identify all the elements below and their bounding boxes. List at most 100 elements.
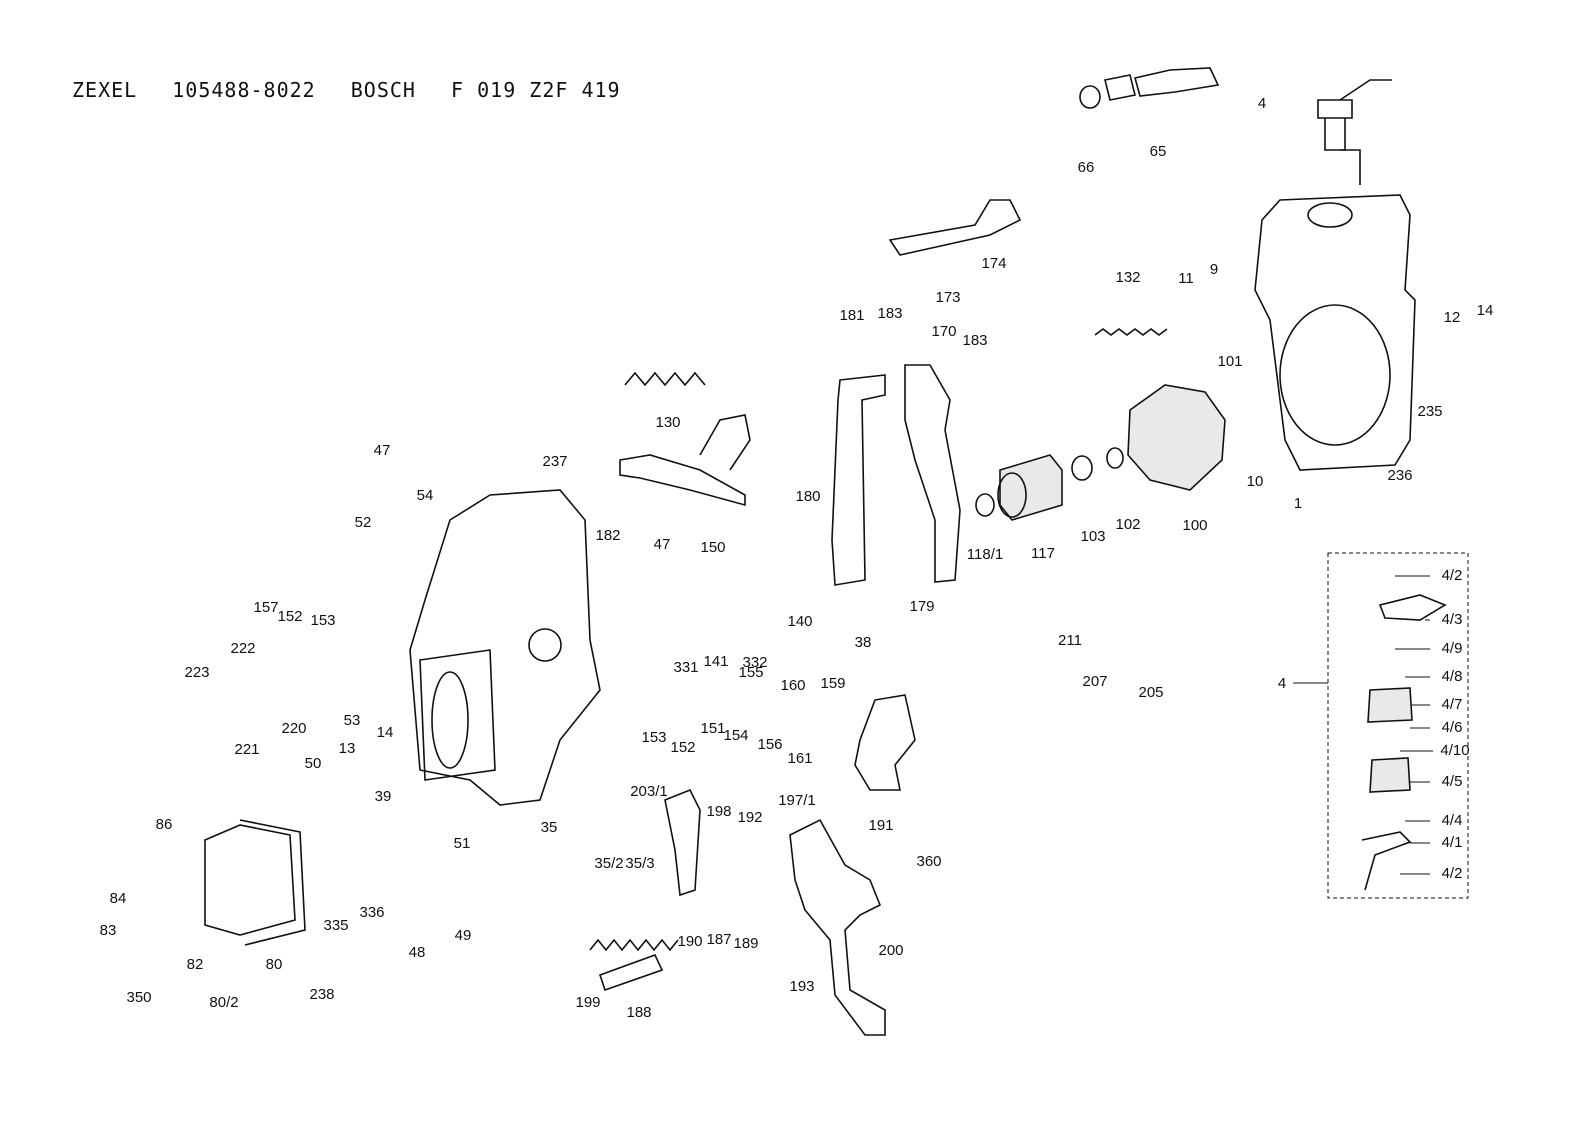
part-label: 335 [323, 917, 348, 934]
part-label: 51 [454, 835, 471, 852]
part-label: 35/2 [594, 855, 623, 872]
part-label: 35 [541, 819, 558, 836]
inset-plate-4-3 [1378, 594, 1447, 621]
part-label: 174 [981, 255, 1006, 272]
shaft-lever-150 [619, 414, 751, 507]
part-label: 220 [281, 720, 306, 737]
part-label: 160 [780, 677, 805, 694]
inset-part-label: 4/1 [1442, 834, 1463, 851]
part-label: 14 [1477, 302, 1494, 319]
part-label: 179 [909, 598, 934, 615]
lever-191 [854, 694, 916, 791]
part-label: 80/2 [209, 994, 238, 1011]
part-label: 153 [310, 612, 335, 629]
part-label: 236 [1387, 467, 1412, 484]
part-label: 332 [742, 654, 767, 671]
flyweight-holder-100 [1127, 384, 1226, 491]
adjusting-lever [1340, 149, 1361, 185]
part-label: 211 [1058, 632, 1082, 649]
pin-188 [598, 953, 664, 992]
part-label: 52 [355, 514, 372, 531]
part-label: 331 [673, 659, 698, 676]
part-label: 47 [374, 442, 391, 459]
part-label: 151 [700, 720, 725, 737]
page-title: ZEXEL 105488-8022 BOSCH F 019 Z2F 419 [72, 78, 643, 102]
part-label: 141 [703, 653, 728, 670]
part-label: 187 [706, 931, 731, 948]
part-label: 101 [1217, 353, 1242, 370]
part-label: 130 [655, 414, 680, 431]
inset-part-label: 4/9 [1442, 640, 1463, 657]
part-label: 156 [757, 736, 782, 753]
part-label: 39 [375, 788, 392, 805]
inset-group-label: 4 [1278, 675, 1286, 692]
part-label: 66 [1078, 159, 1095, 176]
part-label: 203/1 [630, 783, 668, 800]
part-label: 38 [855, 634, 872, 651]
lever-174 [888, 199, 1022, 256]
part-label: 222 [230, 640, 255, 657]
part-label: 193 [789, 978, 814, 995]
part-label: 350 [126, 989, 151, 1006]
inset-part-label: 4/6 [1442, 719, 1463, 736]
inset-part-label: 4/2 [1442, 865, 1463, 882]
inset-part-label: 4/5 [1442, 773, 1463, 790]
corrector-lever-170 [904, 364, 961, 583]
part-label: 12 [1444, 309, 1461, 326]
gasket-opening [431, 671, 469, 769]
part-label: 360 [916, 853, 941, 870]
part-label: 183 [962, 332, 987, 349]
part-label: 154 [723, 727, 748, 744]
part-label: 11 [1178, 270, 1194, 287]
part-label: 152 [277, 608, 302, 625]
part-label: 188 [626, 1004, 651, 1021]
part-label: 237 [542, 453, 567, 470]
inset-part-label: 4/10 [1440, 742, 1469, 759]
part-label: 103 [1080, 528, 1105, 545]
part-label: 150 [700, 539, 725, 556]
part-label: 10 [1247, 473, 1264, 490]
o-ring-66 [1079, 85, 1101, 109]
part-label: 190 [677, 933, 702, 950]
part-label: 189 [733, 935, 758, 952]
governor-housing-bore [1279, 304, 1391, 446]
part-label: 47 [654, 536, 671, 553]
adjusting-screw-assembly [1317, 79, 1392, 151]
part-label: 192 [737, 809, 762, 826]
cover-bore [528, 628, 562, 662]
part-label: 80 [266, 956, 283, 973]
adjusting-lever-193 [789, 818, 886, 1036]
inset-part-label: 4/2 [1442, 567, 1463, 584]
part-label: 336 [359, 904, 384, 921]
part-label: 157 [253, 599, 278, 616]
part-label: 152 [670, 739, 695, 756]
inset-part-label: 4/7 [1442, 696, 1463, 713]
part-label: 161 [787, 750, 812, 767]
governor-housing [1254, 194, 1416, 471]
part-label: 83 [100, 922, 117, 939]
part-label: 205 [1138, 684, 1163, 701]
part-label: 180 [795, 488, 820, 505]
housing-top-port [1307, 202, 1353, 228]
part-label: 200 [878, 942, 903, 959]
part-label: 155 [738, 664, 763, 681]
inset-housing-4-7 [1367, 687, 1413, 723]
gasket-238 [239, 819, 306, 946]
part-label: 118/1 [967, 546, 1003, 563]
part-label: 86 [156, 816, 173, 833]
part-label: 140 [787, 613, 812, 630]
part-label: 100 [1182, 517, 1207, 534]
part-drawings [204, 67, 1447, 1036]
part-label: 65 [1150, 143, 1167, 160]
part-label: 182 [595, 527, 620, 544]
washer-102 [1106, 447, 1124, 469]
tensioner-lever-181 [831, 374, 886, 586]
part-label: 102 [1115, 516, 1140, 533]
part-label: 84 [110, 890, 127, 907]
gasket-plate [419, 649, 496, 781]
part-label: 181 [839, 307, 864, 324]
part-label: 183 [877, 305, 902, 322]
inset-label-layer: 4 4/24/34/94/84/74/64/104/54/44/14/2 [1278, 567, 1470, 882]
solenoid-valve [1104, 67, 1220, 101]
